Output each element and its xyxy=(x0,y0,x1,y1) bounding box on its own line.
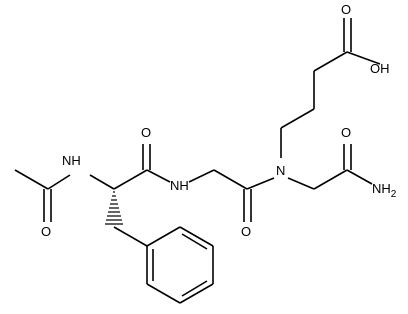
bond-chain-3 xyxy=(280,108,315,129)
bond-n-cgly xyxy=(246,177,275,190)
ring-inner-bond-2 xyxy=(181,280,208,297)
butanoic-chain xyxy=(280,51,348,158)
bond-nh-cphe xyxy=(146,169,171,183)
atom-label-nh2-subscript: 2 xyxy=(391,189,397,200)
atom-label-nh-gly: NH xyxy=(170,178,189,193)
bond-calpha-nh xyxy=(89,174,115,190)
glycine-carbonyl xyxy=(188,169,275,222)
atom-label-nh2: NH2 xyxy=(372,181,397,200)
bond-chain-1 xyxy=(313,51,348,72)
carboxylic-acid-group xyxy=(343,18,381,65)
bond-amide-c-n xyxy=(346,169,373,185)
acetyl-group xyxy=(14,169,71,222)
carbamoylmethyl-group xyxy=(287,144,373,190)
phenyl-ring xyxy=(146,226,214,304)
atom-label-o-acetyl: O xyxy=(41,224,51,239)
atom-label-o-amide: O xyxy=(341,125,351,140)
benzyl-group xyxy=(113,226,214,304)
bond-cphe-calpha xyxy=(113,169,148,190)
alpha-carbon xyxy=(89,174,123,225)
phenylalanine-carbonyl xyxy=(113,144,171,190)
atom-label-o-phe: O xyxy=(141,125,151,140)
bond-n-ch2 xyxy=(287,177,315,190)
bond-ch2-camide xyxy=(313,169,348,190)
ring-inner-bond-1 xyxy=(181,233,208,250)
stereo-hash-wedge xyxy=(105,191,123,225)
atom-label-o-gly: O xyxy=(241,224,251,239)
atom-label-nh-acetyl: NH xyxy=(62,153,81,168)
bond-nh-cacetyl xyxy=(47,174,71,190)
bond-ch2-nh xyxy=(188,169,215,183)
bond-acid-c-oh xyxy=(346,51,381,65)
bond-ch2-ring xyxy=(113,226,148,247)
atom-label-n-tertiary: N xyxy=(276,163,285,178)
atom-label-oh: OH xyxy=(370,61,390,76)
atom-label-o-acid: O xyxy=(341,2,351,17)
bond-cgly-ch2 xyxy=(213,169,248,190)
bond-acetyl-ch3 xyxy=(14,169,49,190)
